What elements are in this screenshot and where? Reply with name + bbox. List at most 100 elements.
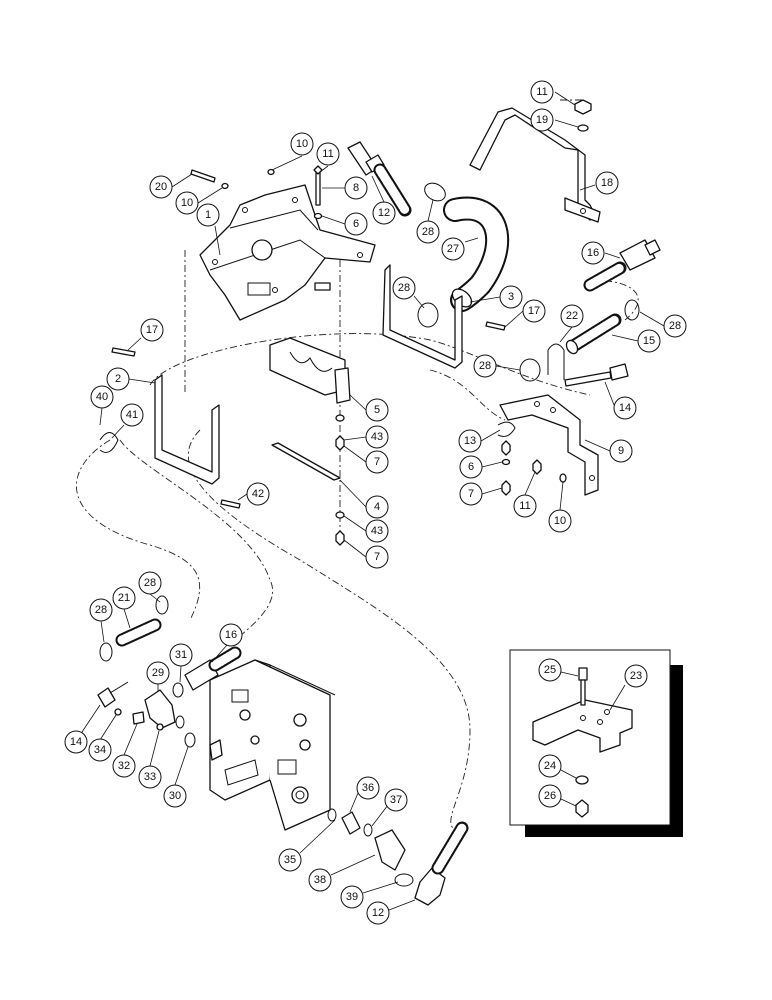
bracket-3 (382, 264, 463, 369)
callout-17-b: 17 (127, 318, 164, 351)
clamp-28-mid (417, 302, 439, 328)
svg-text:42: 42 (252, 488, 264, 500)
svg-text:13: 13 (464, 435, 476, 447)
svg-text:33: 33 (144, 771, 156, 783)
callout-10-c: 10 (548, 481, 572, 533)
bracket-1 (199, 184, 376, 321)
callout-16-b: 16 (211, 623, 243, 663)
svg-text:28: 28 (422, 226, 434, 238)
svg-text:37: 37 (390, 794, 402, 806)
callout-7-a: 7 (343, 445, 389, 474)
svg-text:6: 6 (353, 218, 359, 230)
svg-text:41: 41 (126, 409, 138, 421)
callout-10-b: 10 (175, 187, 223, 215)
svg-text:40: 40 (96, 391, 108, 403)
callout-39: 39 (340, 881, 399, 909)
svg-text:31: 31 (175, 649, 187, 661)
svg-text:25: 25 (544, 664, 556, 676)
svg-text:10: 10 (554, 515, 566, 527)
bolt-17-right (485, 321, 506, 331)
inset-detail (509, 649, 683, 837)
svg-text:16: 16 (225, 629, 237, 641)
callout-21: 21 (112, 586, 136, 629)
svg-text:3: 3 (508, 291, 514, 303)
svg-text:7: 7 (468, 488, 474, 500)
callout-11-c: 11 (513, 471, 537, 518)
callout-30: 30 (163, 746, 189, 808)
elbow-29 (144, 689, 196, 748)
hose-21 (99, 595, 169, 662)
svg-text:16: 16 (587, 247, 599, 259)
callout-11-top: 11 (530, 80, 576, 106)
svg-text:5: 5 (374, 404, 380, 416)
svg-text:19: 19 (536, 114, 548, 126)
svg-text:15: 15 (643, 335, 655, 347)
callout-28-f: 28 (89, 598, 113, 643)
svg-text:30: 30 (169, 790, 181, 802)
callout-6-a: 6 (321, 212, 368, 236)
callout-7-c: 7 (343, 539, 389, 569)
svg-text:9: 9 (618, 445, 624, 457)
fitting-16-lower (172, 646, 242, 698)
callout-28-b: 28 (392, 276, 425, 309)
plate-4 (271, 442, 341, 481)
callout-3: 3 (469, 285, 523, 309)
callout-12-b: 12 (366, 899, 416, 925)
svg-text:21: 21 (118, 592, 130, 604)
svg-text:36: 36 (362, 782, 374, 794)
svg-text:38: 38 (314, 874, 326, 886)
callout-27: 27 (441, 237, 479, 261)
svg-text:11: 11 (536, 86, 547, 98)
callout-28-a: 28 (416, 199, 440, 244)
svg-text:8: 8 (353, 182, 359, 194)
callout-28-d: 28 (473, 354, 521, 378)
callout-38: 38 (308, 854, 376, 892)
svg-text:28: 28 (398, 282, 410, 294)
callout-11-b: 11 (316, 142, 340, 173)
callout-32: 32 (112, 723, 138, 778)
callout-33: 33 (138, 730, 162, 789)
svg-text:10: 10 (181, 197, 193, 209)
fitting-14-lower (97, 681, 164, 731)
svg-text:35: 35 (284, 854, 296, 866)
svg-text:28: 28 (479, 360, 491, 372)
callout-28-c: 28 (639, 311, 687, 338)
ubolt-22 (547, 343, 565, 380)
svg-text:11: 11 (322, 148, 333, 160)
svg-text:7: 7 (374, 456, 380, 468)
svg-text:28: 28 (669, 320, 681, 332)
callout-42: 42 (237, 482, 270, 506)
fasteners-top (190, 165, 323, 220)
callout-6-b: 6 (459, 455, 503, 479)
fitting-14-upper (564, 363, 629, 387)
callout-43-b: 43 (343, 515, 389, 543)
callout-40: 40 (90, 385, 114, 426)
callout-8: 8 (322, 176, 368, 200)
svg-text:18: 18 (601, 177, 613, 189)
svg-text:26: 26 (544, 790, 556, 802)
svg-text:1: 1 (205, 209, 211, 221)
svg-text:7: 7 (374, 551, 380, 563)
svg-text:4: 4 (374, 501, 380, 513)
callout-14-b: 14 (64, 704, 101, 754)
svg-text:28: 28 (144, 577, 156, 589)
callout-15: 15 (611, 329, 661, 353)
svg-text:20: 20 (155, 181, 167, 193)
callout-12-top: 12 (371, 175, 396, 225)
svg-text:12: 12 (378, 207, 390, 219)
svg-text:6: 6 (468, 461, 474, 473)
callout-29: 29 (146, 661, 170, 692)
svg-text:28: 28 (95, 604, 107, 616)
bracket-18 (469, 99, 601, 223)
svg-text:12: 12 (372, 907, 384, 919)
callout-5: 5 (349, 394, 389, 422)
callout-34: 34 (88, 714, 117, 762)
callout-41: 41 (111, 403, 144, 439)
callout-26: 26 (538, 784, 577, 808)
fittings-lower-right (327, 808, 469, 906)
svg-text:10: 10 (296, 138, 308, 150)
pipe-fitting-12 (347, 141, 412, 217)
callout-20: 20 (149, 173, 193, 199)
svg-text:43: 43 (371, 525, 383, 537)
